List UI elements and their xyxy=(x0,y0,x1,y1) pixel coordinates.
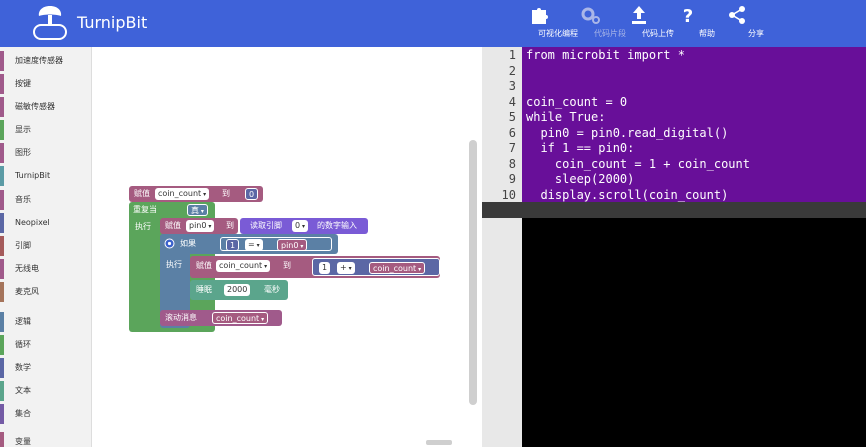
code-line: coin_count = 1 + coin_count xyxy=(526,157,750,171)
category-sidebar: 加速度传感器 按键 磁敏传感器 显示 图形 TurnipBit 音乐 Neopi… xyxy=(0,47,92,447)
code-line: from microbit import * xyxy=(526,48,685,62)
compare-block[interactable]: 1 = pin0 xyxy=(220,237,332,251)
scroll-message-block[interactable]: 滚动消息 coin_count xyxy=(160,310,282,326)
line-number: 6 xyxy=(508,126,516,140)
code-line: coin_count = 0 xyxy=(526,95,628,109)
code-line: display.scroll(coin_count) xyxy=(526,188,729,202)
number-field[interactable]: 1 xyxy=(319,262,331,274)
line-number: 10 xyxy=(501,188,516,202)
category-item[interactable]: 引脚 xyxy=(0,235,92,257)
nav-code-upload[interactable]: 代码上传 xyxy=(628,4,688,44)
app-title: TurnipBit xyxy=(77,13,148,32)
workspace-scrollbar-horizontal[interactable] xyxy=(426,440,452,445)
read-digital-block[interactable]: 读取引脚 0 的数字输入 xyxy=(240,218,368,234)
category-item[interactable]: 无线电 xyxy=(0,258,92,280)
nav-label: 帮助 xyxy=(699,29,715,38)
variable-dropdown[interactable]: pin0 xyxy=(277,239,308,251)
question-icon: ? xyxy=(683,6,693,26)
svg-text:?: ? xyxy=(683,6,693,26)
category-item[interactable]: 逻辑 xyxy=(0,311,92,333)
line-number: 2 xyxy=(508,64,516,78)
nav-visual-programming[interactable]: 可视化编程 xyxy=(528,4,588,44)
pin-dropdown[interactable]: 0 xyxy=(292,220,309,232)
category-item[interactable]: 循环 xyxy=(0,334,92,356)
number-field[interactable]: 2000 xyxy=(224,284,251,296)
category-item[interactable]: 音乐 xyxy=(0,189,92,211)
current-line-highlight xyxy=(482,202,866,218)
set-coin-block[interactable]: 赋值 coin_count 到 0 xyxy=(129,186,263,202)
number-field[interactable]: 0 xyxy=(245,188,259,200)
turnip-logo xyxy=(33,6,67,40)
variable-dropdown[interactable]: pin0 xyxy=(186,220,215,232)
line-number: 7 xyxy=(508,141,516,155)
category-item[interactable]: 显示 xyxy=(0,119,92,141)
code-line: pin0 = pin0.read_digital() xyxy=(526,126,729,140)
category-item[interactable]: 按键 xyxy=(0,73,92,95)
number-field[interactable]: 1 xyxy=(226,239,240,251)
variable-dropdown[interactable]: coin_count xyxy=(212,312,269,324)
code-line: while True: xyxy=(526,110,606,124)
line-number: 1 xyxy=(508,48,516,62)
repeat-while-label: 重复当 xyxy=(133,205,157,214)
nav-label: 可视化编程 xyxy=(538,29,578,38)
operator-dropdown[interactable]: + xyxy=(337,262,355,274)
do-label: 执行 xyxy=(166,260,182,269)
nav-label: 分享 xyxy=(748,29,764,38)
share-icon xyxy=(729,6,745,24)
nav-share[interactable]: 分享 xyxy=(726,4,786,44)
category-item[interactable]: 磁敏传感器 xyxy=(0,96,92,118)
line-number: 3 xyxy=(508,79,516,93)
upload-icon xyxy=(632,6,646,24)
category-item[interactable]: 变量 xyxy=(0,431,92,447)
category-item[interactable]: 麦克风 xyxy=(0,281,92,303)
workspace-scrollbar-vertical[interactable] xyxy=(469,140,477,405)
puzzle-icon xyxy=(532,8,548,24)
code-editor[interactable] xyxy=(522,47,866,202)
line-number: 9 xyxy=(508,172,516,186)
operator-dropdown[interactable]: = xyxy=(245,239,263,251)
line-number-gutter: 1 2 3 4 5 6 7 8 9 10 11 xyxy=(482,47,522,447)
category-item[interactable]: Neopixel xyxy=(0,212,92,234)
set-pin-block[interactable]: 赋值 pin0 到 xyxy=(160,218,238,234)
nav-label: 代码上传 xyxy=(642,29,674,38)
gear-icon[interactable] xyxy=(164,238,175,249)
variable-dropdown[interactable]: coin_count xyxy=(216,260,271,272)
variable-dropdown[interactable]: coin_count xyxy=(155,188,210,200)
code-line: sleep(2000) xyxy=(526,172,635,186)
nav-label: 代码片段 xyxy=(594,29,626,38)
category-item[interactable]: 加速度传感器 xyxy=(0,50,92,72)
category-item[interactable]: 文本 xyxy=(0,380,92,402)
nav-help[interactable]: ? 帮助 xyxy=(677,4,737,44)
nav-code-snippets[interactable]: 代码片段 xyxy=(580,4,640,44)
code-line: if 1 == pin0: xyxy=(526,141,635,155)
category-item[interactable]: 集合 xyxy=(0,403,92,425)
do-label: 执行 xyxy=(135,222,151,231)
top-bar: TurnipBit 可视化编程 代码片段 代码上传 ? 帮助 分享 xyxy=(0,0,866,47)
category-item[interactable]: TurnipBit xyxy=(0,165,92,187)
category-item[interactable]: 数学 xyxy=(0,357,92,379)
sleep-block[interactable]: 睡眠 2000 毫秒 xyxy=(190,280,288,300)
category-item[interactable]: 图形 xyxy=(0,142,92,164)
boolean-dropdown[interactable]: 真 xyxy=(187,204,208,216)
editor-empty-area[interactable] xyxy=(522,218,866,447)
line-number: 5 xyxy=(508,110,516,124)
line-number: 4 xyxy=(508,95,516,109)
add-block[interactable]: 1 + coin_count xyxy=(312,258,440,276)
line-number: 8 xyxy=(508,157,516,171)
gears-icon xyxy=(581,7,600,24)
variable-dropdown[interactable]: coin_count xyxy=(369,262,426,274)
